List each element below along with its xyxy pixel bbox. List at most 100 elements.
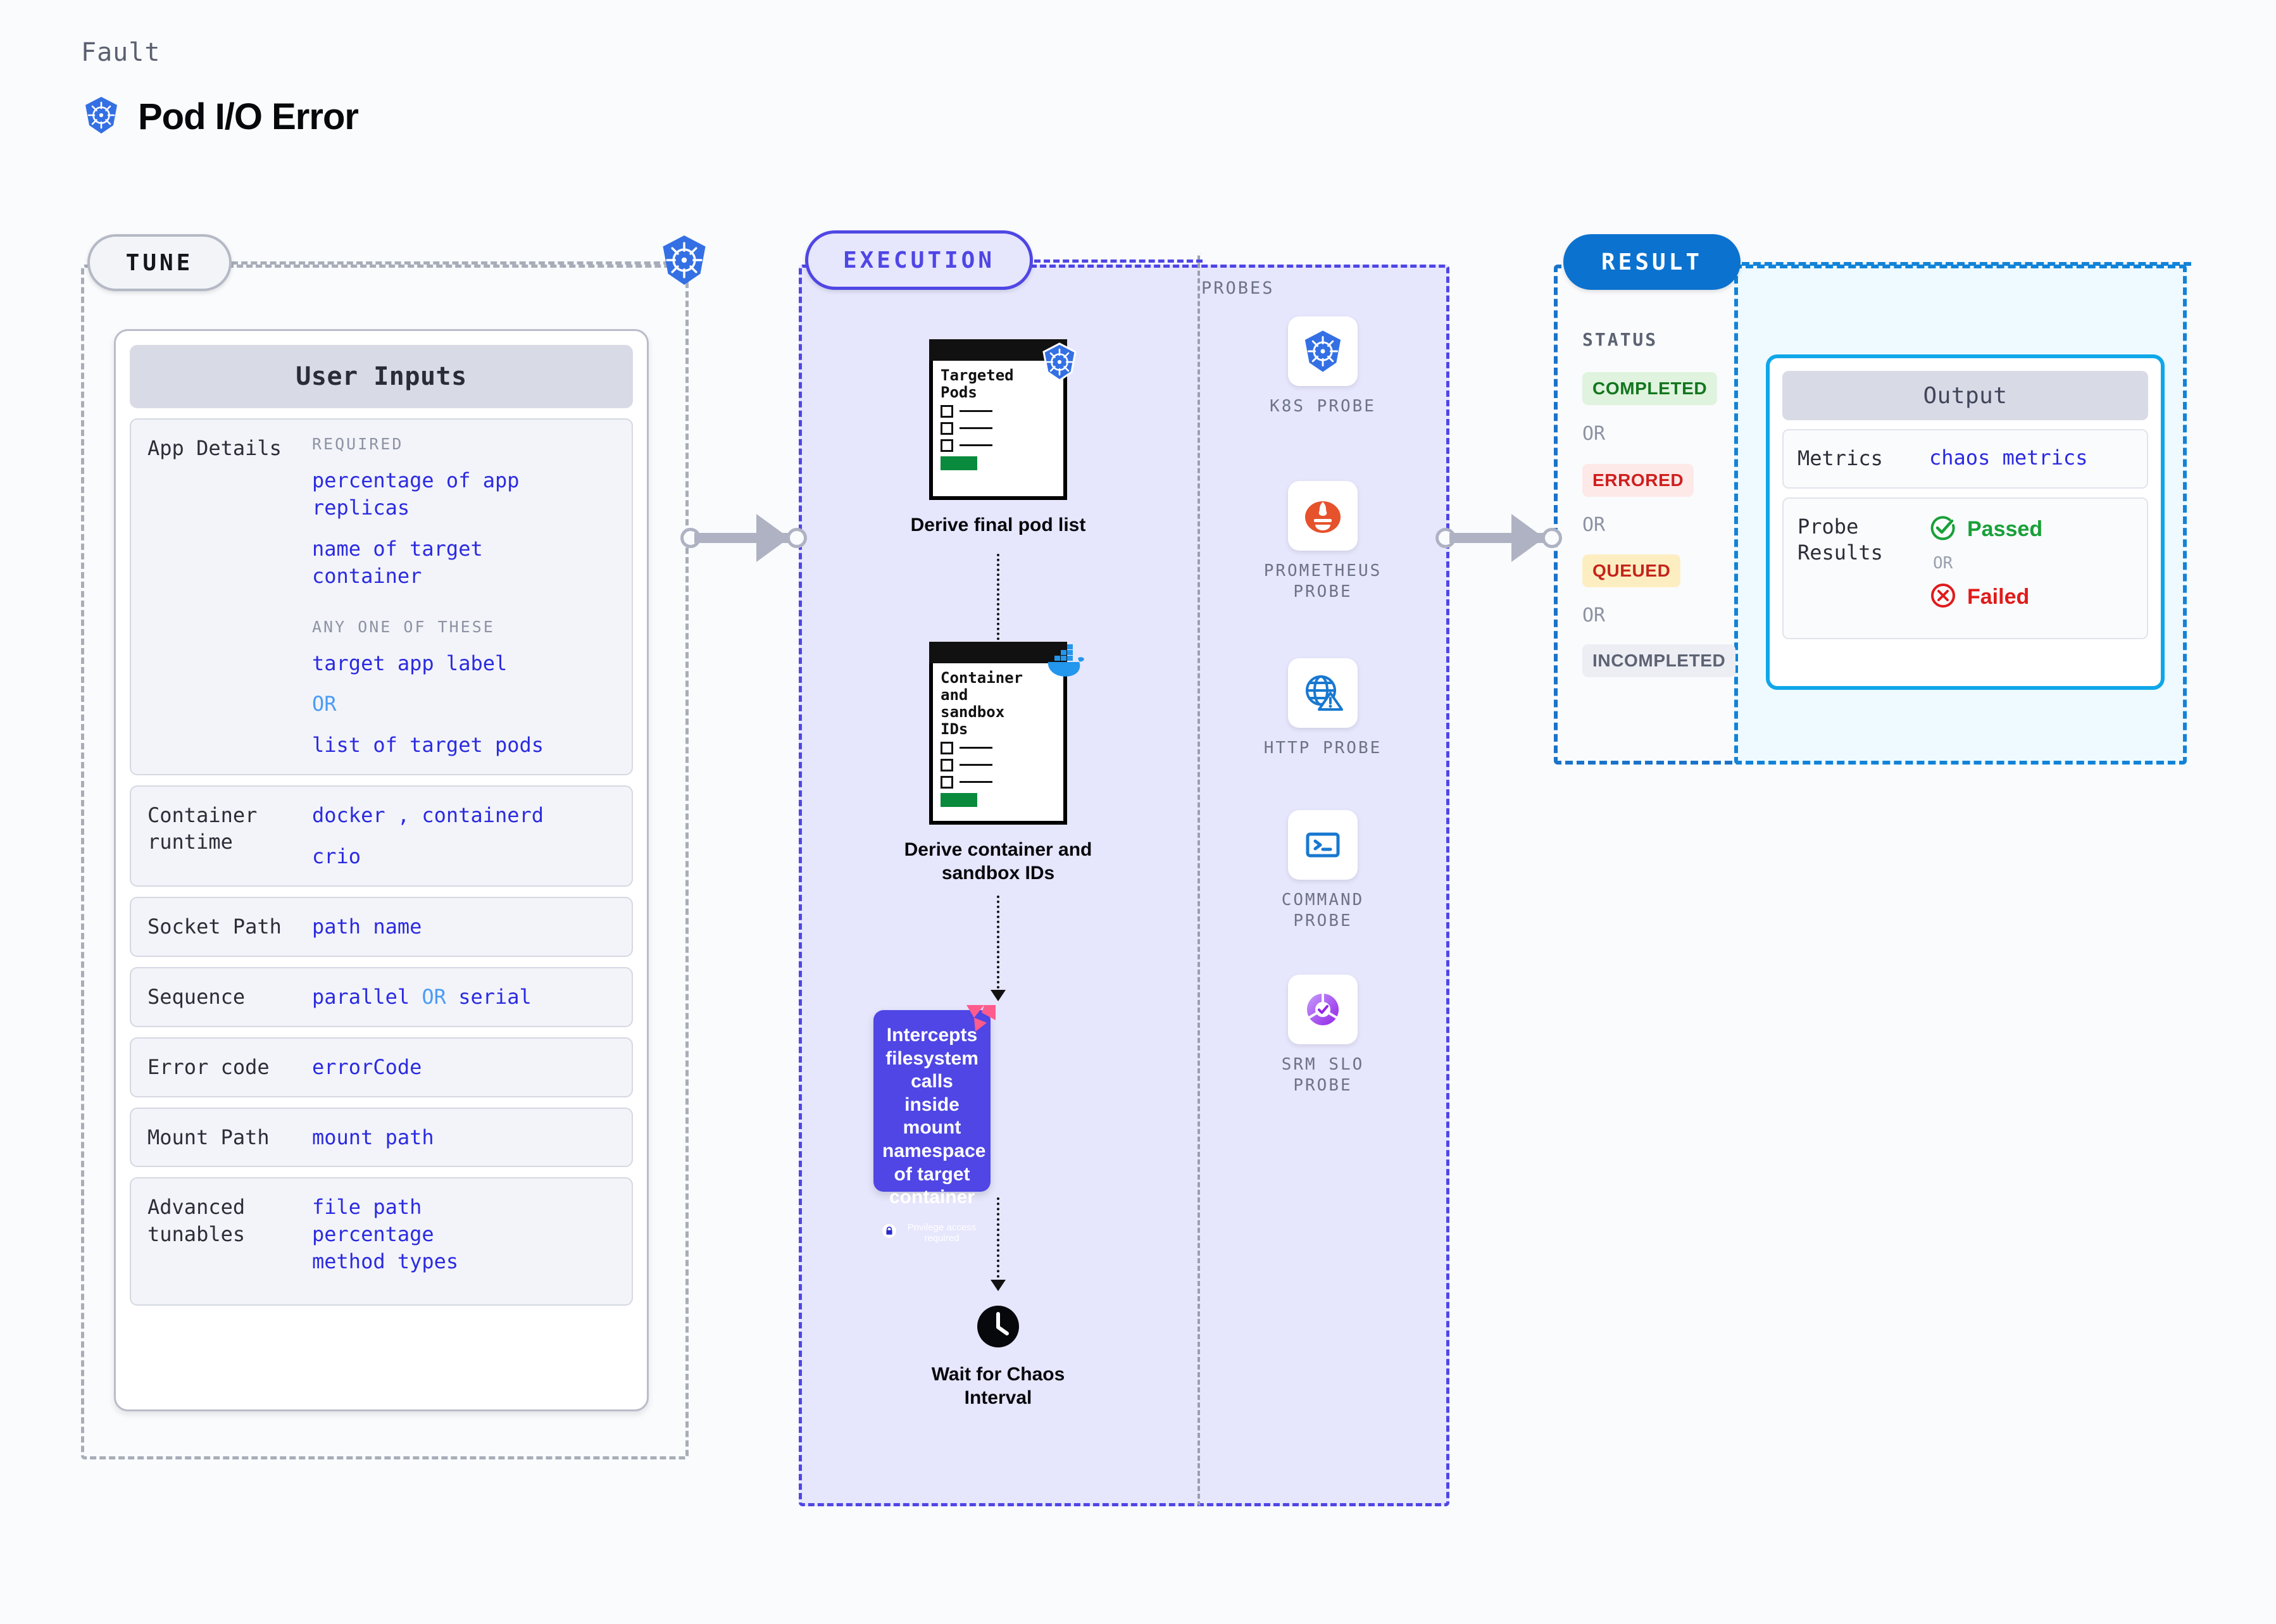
- page-title: Pod I/O Error: [138, 96, 359, 137]
- input-value: errorCode: [312, 1054, 615, 1081]
- flow-arrow-icon: [991, 1280, 1006, 1291]
- group-label-anyone: ANY ONE OF THESE: [312, 617, 495, 636]
- tab-result[interactable]: RESULT: [1563, 234, 1741, 290]
- checkbox-icon: [941, 741, 953, 754]
- fault-kicker: Fault: [81, 38, 161, 67]
- list-line: [960, 747, 992, 749]
- input-value-line: docker , containerd: [312, 803, 544, 828]
- tune-connector-line: [232, 261, 670, 265]
- document-checklist: [933, 401, 1063, 452]
- intercept-text: Intercepts filesystem calls inside mount…: [882, 1025, 986, 1208]
- input-value-line: target app label: [312, 651, 508, 675]
- arrow-head-icon: [756, 514, 789, 562]
- execution-section-frame: [799, 265, 1449, 1506]
- arrow-head-icon: [1511, 514, 1544, 562]
- page-header: Fault Pod I/O Error: [81, 38, 359, 139]
- tune-to-execution-arrow: [680, 506, 807, 570]
- flow-connector: [997, 896, 999, 994]
- user-inputs-card: User Inputs App Details REQUIRED percent…: [114, 329, 649, 1411]
- input-value-line: mount path: [312, 1125, 434, 1149]
- input-value-line: file path: [312, 1195, 422, 1220]
- step-caption: Derive final pod list: [910, 515, 1086, 535]
- privilege-note: Privilege access required: [882, 1222, 982, 1244]
- input-key: Socket Path: [147, 914, 282, 939]
- input-key: Mount Path: [147, 1125, 270, 1149]
- input-key: Sequence: [147, 984, 246, 1009]
- docker-icon: [1042, 642, 1084, 682]
- input-value-line: parallel OR serial: [312, 984, 532, 1009]
- list-item: [941, 741, 1063, 754]
- prometheus-icon: [1288, 481, 1358, 551]
- input-key: App Details: [147, 436, 282, 460]
- output-value: Passed OR Failed: [1929, 514, 2133, 613]
- list-item: [941, 404, 1063, 418]
- tab-tune[interactable]: TUNE: [87, 234, 232, 291]
- output-value: chaos metrics: [1929, 446, 2133, 472]
- list-line: [960, 410, 992, 413]
- connector-start-knob: [680, 528, 701, 548]
- passed-label: Passed: [1967, 516, 2043, 541]
- srm-slo-icon: [1288, 975, 1358, 1044]
- litmus-icon: [963, 1004, 998, 1037]
- input-value: path name: [312, 913, 615, 940]
- kubernetes-icon: [657, 233, 711, 287]
- group-label-required: REQUIRED: [312, 435, 404, 453]
- clock-icon: [975, 1304, 1021, 1349]
- execution-connector-line: [1034, 259, 1203, 263]
- probes-section-divider: [1197, 253, 1449, 1506]
- document-header-bar: [929, 642, 1067, 663]
- kubernetes-icon: [1039, 342, 1080, 382]
- kubernetes-icon: [81, 95, 122, 139]
- x-circle-icon: [1929, 582, 1957, 613]
- output-key: Metrics: [1798, 446, 1883, 470]
- result-connector-line: [1742, 262, 2191, 266]
- checkbox-icon: [941, 422, 953, 435]
- probe-http[interactable]: HTTP PROBE: [1228, 658, 1418, 759]
- status-label: STATUS: [1582, 329, 1658, 350]
- checkbox-icon: [941, 439, 953, 452]
- status-separator: OR: [1582, 604, 1606, 627]
- tab-execution[interactable]: EXECUTION: [805, 230, 1033, 290]
- connector-end-knob: [1542, 528, 1562, 548]
- input-row-mount-path: Mount Path mount path: [130, 1107, 633, 1168]
- checkbox-icon: [941, 758, 953, 771]
- execution-to-result-arrow: [1435, 506, 1562, 570]
- input-row-error-code: Error code errorCode: [130, 1037, 633, 1097]
- status-separator: OR: [1582, 423, 1606, 445]
- kubernetes-icon: [1288, 316, 1358, 386]
- lock-icon: [882, 1224, 896, 1241]
- input-value: docker , containerd crio: [312, 802, 615, 870]
- probe-label: K8S PROBE: [1270, 397, 1376, 416]
- flow-arrow-icon: [991, 990, 1006, 1001]
- probe-result-failed: Failed: [1929, 582, 2133, 613]
- output-title: Output: [1782, 371, 2148, 420]
- failed-label: Failed: [1967, 584, 2030, 609]
- input-value-line: crio: [312, 844, 361, 868]
- list-line: [960, 427, 992, 430]
- checkbox-icon: [941, 775, 953, 789]
- input-value-line: path name: [312, 914, 422, 939]
- input-value: parallel OR serial: [312, 984, 615, 1011]
- document-checklist: [933, 738, 1063, 789]
- probes-label: PROBES: [1201, 278, 1275, 298]
- list-line: [960, 444, 992, 447]
- document-progress-bar: [941, 456, 977, 470]
- status-badge-incompleted: INCOMPLETED: [1582, 644, 1736, 677]
- probe-k8s[interactable]: K8S PROBE: [1228, 316, 1418, 417]
- input-value-line: errorCode: [312, 1054, 422, 1079]
- list-item: [941, 758, 1063, 771]
- document-progress-bar: [941, 792, 977, 807]
- intercept-callout: Intercepts filesystem calls inside mount…: [873, 1005, 996, 1244]
